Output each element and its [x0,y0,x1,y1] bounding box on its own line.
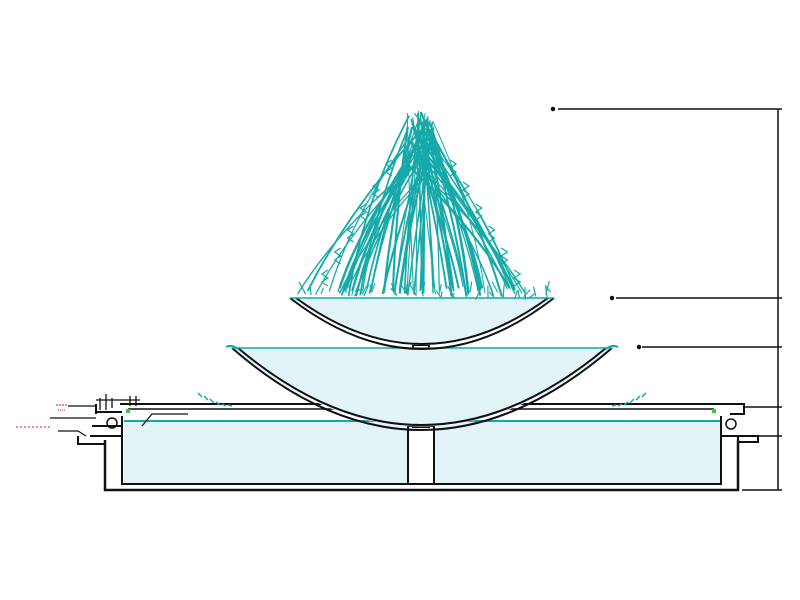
spray-landing-splash [390,283,398,296]
middle-bowl-left-lip [225,344,239,350]
top-bowl-shell-inner [295,297,549,345]
spray-landing-splash [528,292,536,299]
spray-jet [413,121,434,295]
spray-jet [345,157,415,290]
spray-droplet-streak [384,159,394,177]
spray-jet [428,151,484,289]
lower-column [407,425,435,485]
spray-landing-splash [545,286,548,298]
top-bowl-shell-outer [289,297,555,350]
left-rim-nozzle [197,392,233,407]
spray-landing-splash [362,285,367,294]
rim-fasteners [96,394,140,410]
spray-jet [355,146,426,297]
top-bowl-water [292,298,552,345]
spray-droplet-streak [500,247,509,265]
left-coping [77,404,122,445]
spray-droplet-streak [320,269,330,287]
spray-droplet-streak [359,203,368,221]
middle-bowl-water [233,348,611,427]
spray-landing-splash [440,291,443,298]
callout-dot-3 [636,344,642,350]
spray-landing-splash [309,284,312,296]
spray-landing-splash [357,288,364,295]
spray-landing-splash [320,287,324,295]
spray-jet [409,141,460,289]
spray-jet [411,140,464,288]
right-drain-fitting [725,418,737,430]
spray-landing-splash [371,282,376,293]
spray-landing-splash [368,284,372,295]
spray-landing-splash [514,289,519,300]
spray-jet [361,144,414,291]
spray-droplet-streak [333,247,342,265]
left-green-marker [126,409,130,413]
left-drain-fitting [106,417,118,429]
spray-jet [398,131,434,294]
spray-droplet-streak [371,181,381,199]
middle-bowl-right-lip [605,344,619,350]
spray-droplet-streak [346,225,355,243]
spray-landing-splash [532,286,537,297]
spray-landing-splash [298,281,307,295]
spray-jet [348,168,433,288]
spray-jet [394,112,426,296]
spray-landing-splash [405,281,412,293]
spray-landing-splash [409,284,417,296]
spray-landing-splash [517,289,520,298]
middle-bowl [225,344,619,431]
spray-jet [430,127,440,291]
spray-jet [428,128,503,297]
spray-droplet-streak [461,181,471,199]
spray-landing-splash [469,281,473,294]
callout-leaders [550,106,782,491]
spray-landing-splash [435,290,441,298]
spray-jet [406,112,414,289]
spray-landing-splash [491,281,499,293]
spray-landing-splash [421,286,424,297]
callout-dot-1 [550,106,556,112]
spray-droplet-streak [448,159,458,177]
spray-droplet-streak [512,269,522,287]
right-rim-nozzle [611,392,647,407]
middle-bowl-shell-inner [237,347,607,426]
spray-jet [337,160,413,292]
spray-landing-splash [338,283,347,293]
spray-jet [347,115,410,297]
spray-landing-splash [401,285,409,296]
spray-jet [428,166,508,290]
spray-landing-splash [447,285,455,299]
spray-droplet-streak [487,225,496,243]
callout-dot-2 [609,295,615,301]
right-green-marker [712,409,716,413]
spray-landing-splash [363,284,370,297]
spray-jet [359,127,410,296]
spray-landing-splash [502,283,505,298]
left-annotations [16,394,188,437]
right-coping [721,403,759,443]
top-bowl [289,297,555,350]
pool-outer-wall [103,440,740,492]
spray-landing-splash [475,288,482,301]
spray-jet [328,135,411,292]
spray-jet [406,111,422,294]
spray-droplet-streak [474,203,483,221]
spray-jet [306,121,430,292]
spray-landing-splash [353,290,359,297]
spray-jet [398,120,431,291]
spray-landing-splash [524,287,526,300]
spray-landing-splash [343,282,347,294]
middle-bowl-shell-outer [231,347,613,431]
spray-landing-splash [488,291,496,300]
inner-leader [141,413,188,427]
left-leader-3 [58,430,87,437]
water-spray-plume [297,110,552,301]
spray-landing-splash [438,283,442,294]
spray-jet [421,121,434,294]
